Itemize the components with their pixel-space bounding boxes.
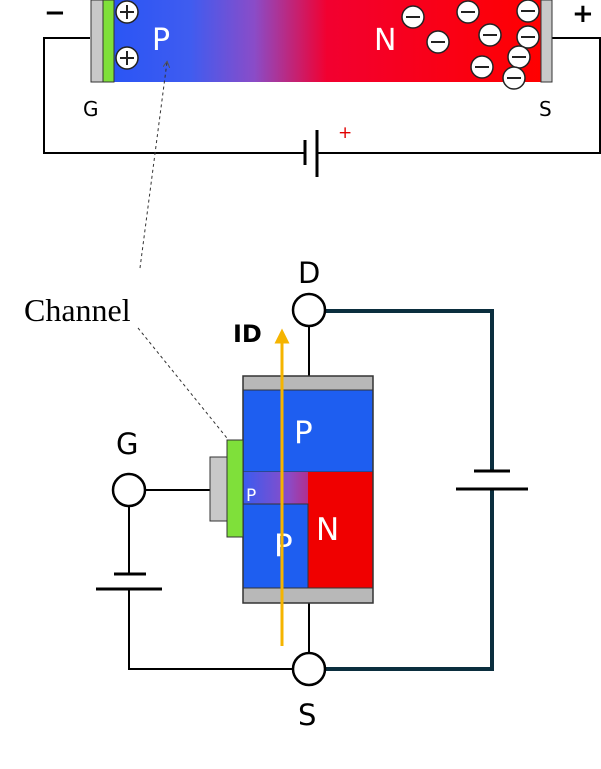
id-label: ID	[233, 320, 262, 348]
channel-label: Channel	[24, 292, 131, 328]
electron-minus-icon	[478, 23, 502, 47]
top-right-wire	[318, 37, 601, 154]
lower-p-region	[242, 503, 309, 589]
drain-label: D	[298, 256, 320, 290]
source-label: S	[298, 698, 316, 732]
drain-terminal	[291, 292, 327, 328]
top-plus-sign: +	[572, 0, 594, 29]
source-electrode	[540, 0, 553, 83]
source-terminal	[291, 651, 327, 687]
top-left-wire	[43, 37, 305, 154]
top-minus-sign: −	[44, 0, 66, 28]
electron-minus-icon	[516, 25, 540, 49]
electron-minus-icon	[507, 45, 531, 69]
upper-p-label: P	[294, 415, 313, 451]
gate-oxide-green	[102, 0, 115, 83]
top-p-label: P	[152, 23, 170, 58]
electron-minus-icon	[502, 66, 526, 90]
electron-minus-icon	[470, 55, 494, 79]
source-contact	[242, 587, 374, 604]
gate-electrode	[90, 0, 104, 83]
channel-p-label: P	[246, 486, 256, 506]
drain-contact	[242, 375, 374, 391]
source-battery-wire	[326, 489, 494, 671]
top-junction-diagram: + − + P N G S	[43, 0, 601, 177]
hole-plus-icon	[115, 46, 139, 70]
bottom-gate-electrode	[209, 456, 228, 522]
top-n-label: N	[374, 23, 396, 58]
bottom-gate-green	[226, 439, 244, 538]
electron-minus-icon	[456, 0, 480, 24]
hole-plus-icon	[115, 0, 139, 24]
n-region	[308, 472, 373, 588]
gate-label: G	[116, 427, 138, 461]
channel-pointer-top	[139, 62, 167, 269]
electron-minus-icon	[401, 5, 425, 29]
top-g-label: G	[83, 97, 99, 121]
left-battery-to-source-wire	[128, 589, 292, 670]
bottom-fet-diagram: P P P N ID D G S	[96, 256, 528, 732]
drain-battery-wire	[326, 309, 494, 471]
electron-minus-icon	[426, 30, 450, 54]
top-s-label: S	[539, 97, 552, 121]
battery-plus-sign: +	[338, 123, 352, 143]
electron-minus-icon	[516, 0, 540, 23]
n-label: N	[316, 512, 339, 548]
upper-p-region	[242, 389, 374, 473]
gate-terminal	[111, 472, 147, 508]
